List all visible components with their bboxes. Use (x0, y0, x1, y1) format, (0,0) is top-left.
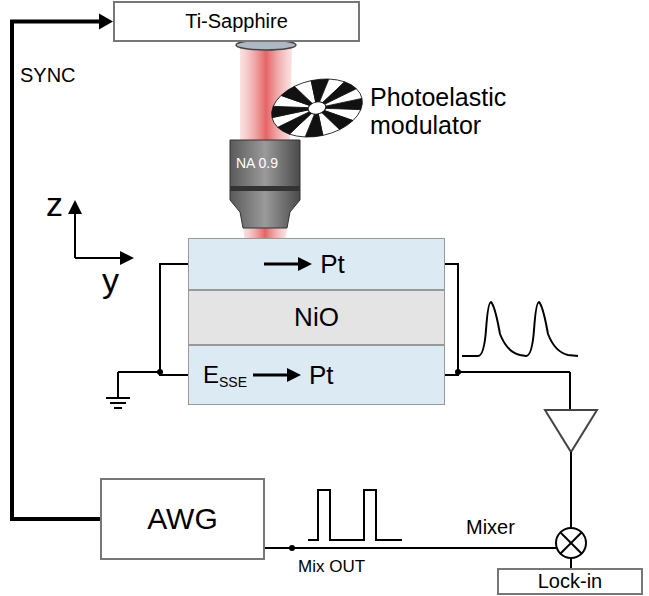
modulator-hub (307, 100, 327, 115)
node-label: Pt (320, 249, 345, 280)
component-label: Photoelastic modulator (370, 84, 540, 139)
wire (570, 558, 572, 568)
objective-lens (230, 140, 300, 228)
awg-box: AWG (100, 478, 265, 560)
field-subscript: SSE (219, 374, 247, 390)
nio-layer: NiO (188, 290, 445, 345)
component-label: Mixer (466, 516, 515, 538)
ground-symbol (110, 402, 126, 404)
axis-label: y (102, 262, 119, 299)
objective-label: NA 0.9 (236, 156, 278, 171)
pulse-signal (308, 490, 402, 540)
axis-label: z (46, 186, 63, 223)
y-axis (75, 257, 124, 259)
direction-arrow (253, 367, 301, 383)
arrowhead (120, 251, 134, 265)
wire (570, 452, 572, 528)
pt-layer: Pt (188, 238, 445, 290)
ground-symbol (106, 397, 130, 399)
direction-arrow (264, 256, 312, 272)
wire (117, 372, 119, 398)
wire (118, 371, 160, 373)
layer-name: Pt (309, 360, 334, 391)
node-label: Ti-Sapphire (185, 10, 288, 33)
mixer-symbol (560, 532, 582, 554)
connector (12, 14, 113, 520)
wire (569, 372, 571, 410)
lockin-box: Lock-in (497, 568, 643, 595)
pt-layer: ESSE Pt (188, 345, 445, 405)
node-label: Lock-in (538, 570, 602, 593)
connector (160, 264, 188, 375)
pulse-signal (462, 302, 578, 356)
node-label: AWG (147, 502, 218, 536)
modulator-disk (266, 71, 368, 145)
laser-box: Ti-Sapphire (113, 1, 360, 42)
arrowhead (99, 14, 113, 30)
arrowhead (68, 200, 82, 214)
ground-symbol (114, 407, 122, 409)
junction-dot (289, 545, 295, 551)
mixer-symbol (556, 528, 586, 558)
wire (265, 547, 556, 549)
node-label: NiO (294, 302, 339, 333)
mixer-symbol (560, 532, 582, 554)
objective-ring (230, 186, 300, 191)
signal-label: SYNC (20, 64, 76, 86)
wire (458, 371, 570, 373)
signal-label: Mix OUT (298, 558, 365, 577)
field-symbol: E (203, 361, 219, 389)
z-axis (74, 210, 76, 258)
amplifier-symbol (545, 410, 597, 452)
connector (445, 264, 458, 375)
